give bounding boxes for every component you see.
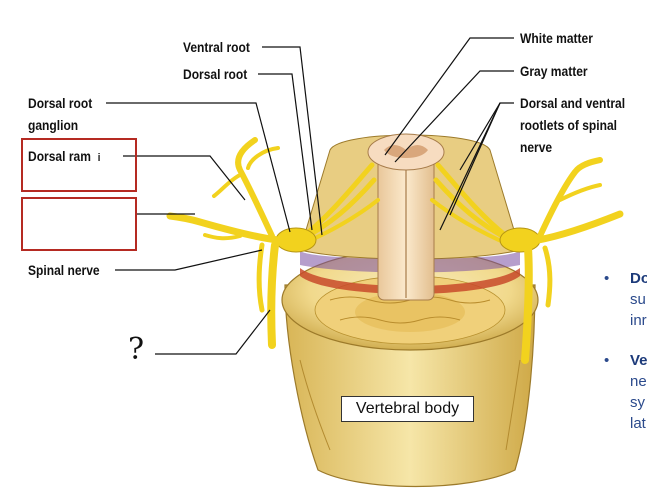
bullet-2-line-1: ne bbox=[630, 373, 647, 390]
bullet-item-1: • Do su inr bbox=[604, 269, 647, 339]
label-white-matter: White matter bbox=[520, 30, 593, 46]
annulus-band bbox=[300, 268, 520, 294]
leader-gray-matter bbox=[394, 70, 514, 163]
right-spinal-nerve bbox=[499, 157, 624, 364]
leader-spinal-nerve bbox=[115, 249, 263, 271]
bullet-dot: • bbox=[604, 270, 610, 287]
label-dorsal-root-ganglion-line2: ganglion bbox=[28, 117, 79, 133]
bullet-1-line-2: inr bbox=[630, 312, 647, 329]
answer-box-dorsal-ramus[interactable] bbox=[21, 138, 137, 192]
leader-dorsal-root-ganglion bbox=[106, 102, 291, 233]
label-rootlets-line1: Dorsal and ventral bbox=[520, 95, 626, 111]
leader-dorsal-root bbox=[258, 73, 313, 231]
leader-ventral-root bbox=[262, 46, 323, 236]
bullet-2-line-2: sy bbox=[630, 394, 645, 411]
label-dorsal-ramus: Dorsal ram i bbox=[28, 148, 100, 167]
left-spinal-nerve bbox=[166, 137, 317, 349]
label-ventral-root: Ventral root bbox=[183, 39, 250, 55]
bullet-dot: • bbox=[604, 352, 610, 369]
bullet-item-2: • Ve ne sy lat bbox=[604, 351, 647, 441]
label-rootlets-line2: rootlets of spinal bbox=[520, 117, 618, 133]
leader-rootlets-b bbox=[439, 102, 501, 231]
bullet-1-line-1: su bbox=[630, 291, 646, 308]
leader-rootlets-c bbox=[459, 102, 501, 171]
label-rootlets-line3: nerve bbox=[520, 139, 553, 155]
leader-lines bbox=[106, 37, 514, 355]
bullet-2-head: Ve bbox=[630, 352, 647, 369]
leader-question bbox=[155, 309, 271, 355]
label-dorsal-ramus-text: Dorsal ram bbox=[28, 148, 91, 164]
question-mark-label: ? bbox=[128, 332, 145, 367]
label-dorsal-root-ganglion-line1: Dorsal root bbox=[28, 95, 93, 111]
spinal-cord bbox=[367, 133, 445, 301]
bullet-1-head: Do bbox=[630, 270, 647, 287]
label-gray-matter: Gray matter bbox=[520, 63, 588, 79]
vertebral-body bbox=[281, 249, 539, 488]
answer-box-blank[interactable] bbox=[21, 197, 137, 251]
label-vertebral-body: Vertebral body bbox=[341, 396, 474, 422]
bullet-2-line-3: lat bbox=[630, 415, 646, 432]
leader-dorsal-ramus bbox=[123, 155, 246, 201]
label-dorsal-root: Dorsal root bbox=[183, 66, 248, 82]
leader-white-matter bbox=[384, 37, 514, 156]
label-spinal-nerve: Spinal nerve bbox=[28, 262, 100, 278]
label-dorsal-ramus-tail: i bbox=[97, 152, 101, 164]
